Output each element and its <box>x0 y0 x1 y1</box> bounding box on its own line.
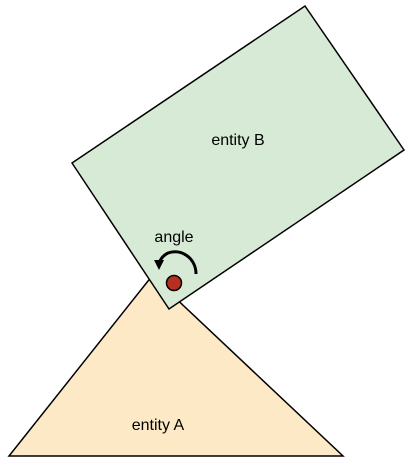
entity-a-label: entity A <box>132 417 185 434</box>
entity-b-label: entity B <box>211 132 264 149</box>
angle-indicator: angle <box>154 229 198 275</box>
entity-b-rectangle <box>70 4 406 311</box>
angle-label: angle <box>154 229 193 246</box>
entity-a-triangle <box>7 274 345 457</box>
rotation-arrow-icon <box>154 250 198 275</box>
entity-b: entity B <box>70 4 406 311</box>
entity-a: entity A <box>7 274 345 457</box>
pivot-point <box>165 274 183 292</box>
